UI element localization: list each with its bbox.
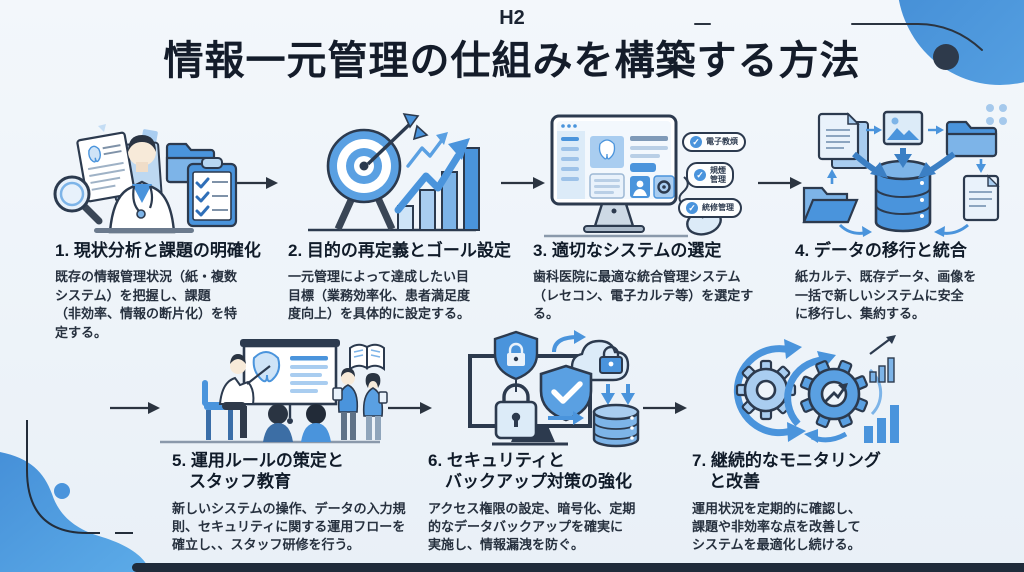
cycle-arrow-mid xyxy=(784,356,825,427)
document-stack-icon xyxy=(962,174,1000,222)
checklist-icon xyxy=(186,157,238,228)
step-7-description: 運用状況を定期的に確認し、 課題や非効率な点を改善して システムを最適化し続ける… xyxy=(692,500,862,553)
padlock-icon xyxy=(494,383,538,440)
step-2-text: 2. 目的の再定義とゴール設定 一元管理によって達成したい目 目標（業務効率化、… xyxy=(288,240,533,324)
bar-2 xyxy=(419,189,436,231)
step-6-description: アクセス権限の設定、暗号化、定期 的なデータバックアップを確実に 実施し、情報漏… xyxy=(428,500,636,553)
accent-circle xyxy=(54,483,70,499)
step-2-description: 一元管理によって達成したい目 目標（業務効率化、患者満足度 度向上）を具体的に設… xyxy=(288,269,471,322)
step3-illustration xyxy=(544,114,722,238)
step-4-description: 紙カルテ、既存データ、画像を 一括で新しいシステムに安全 に移行し、集約する。 xyxy=(795,269,977,322)
database-icon xyxy=(592,403,640,448)
step-1-text: 1. 現状分析と課題の明確化 既存の情報管理状況（紙・複数 システム）を把握し、… xyxy=(55,240,285,342)
step-3-heading: 3. 適切なシステムの選定 xyxy=(533,241,722,260)
step-1-description: 既存の情報管理状況（紙・複数 システム）を把握し、課題 （非効率、情報の断片化）… xyxy=(55,269,238,340)
flow-arrow-5 xyxy=(388,402,432,414)
check-icon: ✓ xyxy=(694,169,706,182)
step-3-text: 3. 適切なシステムの選定 歯科医院に最適な統合管理システム （レセコン、電子カ… xyxy=(533,240,778,324)
step-5-description: 新しいシステムの操作、データの入力規 則、セキュリティに関する運用フローを 確立… xyxy=(172,500,406,553)
gear-mini-icon xyxy=(653,175,675,199)
magnifier-icon xyxy=(53,175,103,225)
step6-illustration xyxy=(468,330,640,448)
monitor-icon xyxy=(550,114,678,233)
presenter-figure xyxy=(202,354,271,440)
step-4-heading: 4. データの移行と統合 xyxy=(795,241,967,260)
step-6-text: 6. セキュリティと バックアップ対策の強化 アクセス権限の設定、暗号化、定期 … xyxy=(428,450,673,555)
flow-arrow-4 xyxy=(110,402,160,414)
target-icon xyxy=(326,113,429,231)
h2-label: H2 xyxy=(499,7,525,29)
user-icon xyxy=(630,176,650,198)
step-6-heading: 6. セキュリティと バックアップ対策の強化 xyxy=(428,451,632,492)
step-5-heading: 5. 運用ルールの策定と スタッフ教育 xyxy=(172,451,344,492)
tooth-icon xyxy=(598,139,616,160)
step-2-heading: 2. 目的の再定義とゴール設定 xyxy=(288,241,511,260)
staff-figures xyxy=(332,368,388,440)
badge-label: 電子教煩 xyxy=(706,137,738,147)
corner-outline-decoration xyxy=(26,420,133,534)
badge-label: 統修管理 xyxy=(702,203,734,213)
desk-line xyxy=(94,228,194,233)
gear-icon-right xyxy=(799,359,869,429)
shield-lock-icon xyxy=(493,330,539,381)
audience-figures xyxy=(263,404,331,442)
bottom-left-blob xyxy=(0,452,150,572)
growth-arrow-icon xyxy=(394,132,470,214)
check-icon: ✓ xyxy=(686,202,698,214)
step-5-text: 5. 運用ルールの策定と スタッフ教育 新しいシステムの操作、データの入力規 則… xyxy=(172,450,412,555)
folder-icon xyxy=(945,120,998,158)
image-icon xyxy=(882,110,924,146)
mini-chart-bottom xyxy=(864,405,899,443)
step-4-text: 4. データの移行と統合 紙カルテ、既存データ、画像を 一括で新しいシステムに安… xyxy=(795,240,1023,324)
bar-4 xyxy=(463,147,480,231)
step4-illustration xyxy=(802,110,1000,237)
gear-icon-left xyxy=(735,359,797,421)
trend-line xyxy=(824,386,847,403)
feature-badge-3: ✓ 統修管理 xyxy=(678,198,742,218)
step2-illustration xyxy=(308,113,480,232)
bottom-navy-bar xyxy=(132,563,1024,572)
whiteboard-icon xyxy=(240,339,340,424)
step-7-heading: 7. 継続的なモニタリング と改善 xyxy=(692,451,881,492)
step7-illustration xyxy=(733,335,899,443)
step-1-heading: 1. 現状分析と課題の明確化 xyxy=(55,241,261,260)
flow-arrow-3 xyxy=(758,177,802,189)
shield-check-icon xyxy=(539,364,593,422)
page-title: 情報一元管理の仕組みを構築する方法 xyxy=(163,39,861,83)
book-icon xyxy=(349,343,385,371)
decorative-curve-line xyxy=(694,23,983,51)
navy-dot xyxy=(933,44,959,70)
step5-illustration xyxy=(160,339,388,444)
feature-badge-2: ✓ 規煙 管理 xyxy=(686,162,734,189)
step3-illustration-wrap: ✓ 電子教煩 ✓ 規煙 管理 ✓ 統修管理 xyxy=(538,104,750,244)
check-icon: ✓ xyxy=(690,136,702,148)
flow-arrow-1 xyxy=(234,177,278,189)
flow-arrow-6 xyxy=(643,402,687,414)
doctor-figure xyxy=(108,135,176,234)
mini-chart-top xyxy=(869,335,896,383)
dot-grid-decoration xyxy=(986,104,1007,125)
step-7-text: 7. 継続的なモニタリング と改善 運用状況を定期的に確認し、 課題や非効率な点… xyxy=(692,450,922,555)
flow-arrow-2 xyxy=(501,177,545,189)
open-folder-icon xyxy=(802,186,859,224)
badge-label: 規煙 管理 xyxy=(710,166,726,185)
step-3-description: 歯科医院に最適な統合管理システム （レセコン、電子カルテ等）を選定する。 xyxy=(533,269,754,322)
feature-badge-1: ✓ 電子教煩 xyxy=(682,132,746,152)
step1-illustration xyxy=(53,124,238,234)
